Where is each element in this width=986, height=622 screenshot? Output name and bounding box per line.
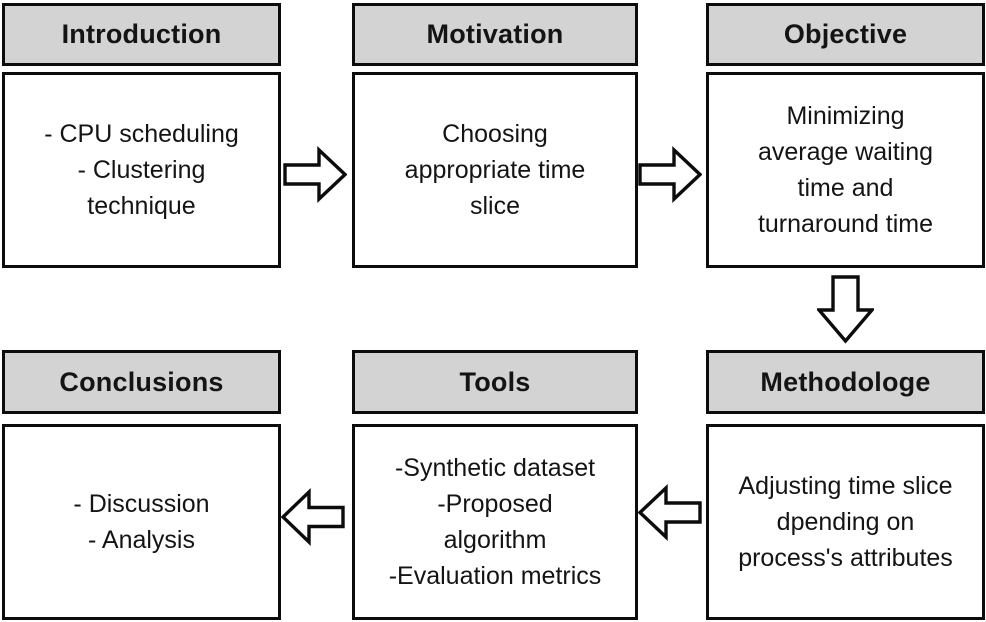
arrow-left-methodologe-to-tools-icon bbox=[638, 484, 702, 541]
body-line: Choosing bbox=[442, 120, 548, 148]
arrow-down-objective-to-methodologe-icon bbox=[817, 275, 874, 344]
body-line: Adjusting time slice bbox=[738, 472, 953, 500]
body-line: time and bbox=[797, 174, 894, 202]
body-line: - Analysis bbox=[88, 526, 195, 554]
body-line: -Synthetic dataset bbox=[394, 454, 596, 482]
box-methodologe-header: Methodologe bbox=[706, 350, 985, 414]
box-motivation-title: Motivation bbox=[426, 19, 564, 49]
body-line: - Discussion bbox=[73, 490, 210, 518]
body-line: dpending on bbox=[776, 508, 915, 536]
box-objective-header: Objective bbox=[706, 3, 985, 66]
body-line: technique bbox=[87, 192, 196, 220]
body-line: - Clustering bbox=[77, 156, 206, 184]
body-line: Minimizing bbox=[786, 102, 905, 130]
box-tools-body: -Synthetic dataset -Proposed algorithm -… bbox=[352, 424, 638, 620]
box-tools-header: Tools bbox=[352, 350, 638, 414]
box-conclusions-header: Conclusions bbox=[2, 350, 281, 414]
box-objective-title: Objective bbox=[783, 19, 908, 49]
body-line: slice bbox=[469, 192, 520, 220]
body-line: algorithm bbox=[443, 526, 547, 554]
body-line: appropriate time bbox=[404, 156, 586, 184]
body-line: -Proposed bbox=[437, 490, 553, 518]
box-methodologe-title: Methodologe bbox=[760, 366, 931, 397]
box-introduction-header: Introduction bbox=[2, 3, 281, 66]
box-methodologe-body: Adjusting time slice dpending on process… bbox=[706, 424, 985, 620]
body-line: process's attributes bbox=[738, 544, 953, 572]
arrow-right-intro-to-motivation-icon bbox=[283, 146, 347, 203]
body-line: turnaround time bbox=[757, 210, 934, 238]
box-objective-body: Minimizing average waiting time and turn… bbox=[706, 72, 985, 268]
box-motivation-header: Motivation bbox=[352, 3, 638, 66]
body-line: average waiting bbox=[757, 138, 934, 166]
arrow-right-motivation-to-objective-icon bbox=[638, 146, 702, 203]
arrow-left-tools-to-conclusions-icon bbox=[281, 488, 345, 546]
body-line: -Evaluation metrics bbox=[388, 562, 602, 590]
box-introduction-body: - CPU scheduling - Clustering technique bbox=[2, 72, 281, 268]
body-line: - CPU scheduling bbox=[44, 120, 239, 148]
box-conclusions-body: - Discussion - Analysis bbox=[2, 424, 281, 620]
box-conclusions-title: Conclusions bbox=[59, 366, 224, 397]
box-introduction-title: Introduction bbox=[61, 19, 222, 49]
box-tools-title: Tools bbox=[459, 366, 531, 397]
box-motivation-body: Choosing appropriate time slice bbox=[352, 72, 638, 268]
